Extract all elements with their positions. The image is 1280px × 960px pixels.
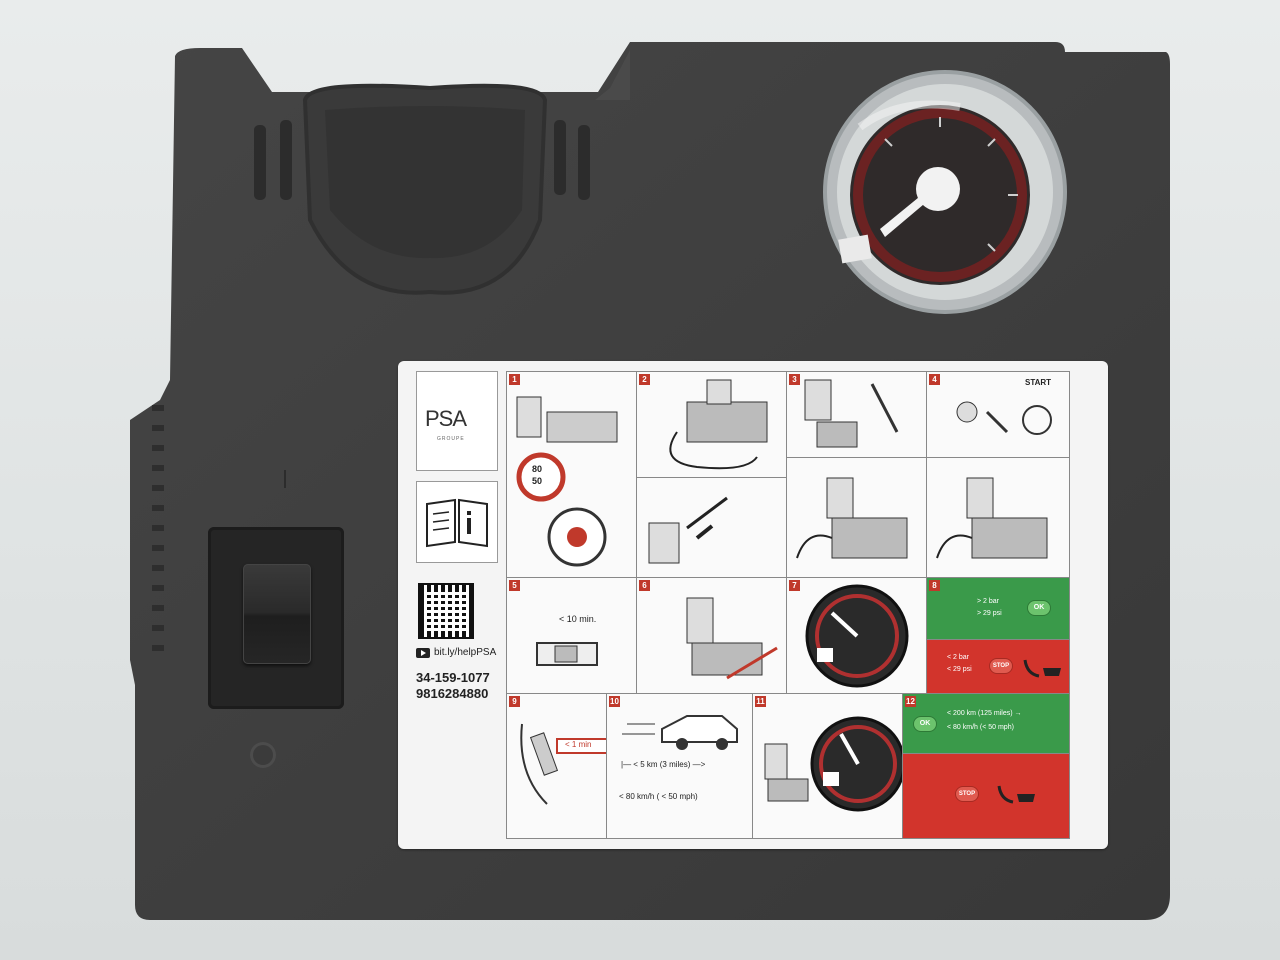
- step-2-panel: 2: [636, 371, 788, 479]
- step9-time: < 1 min: [565, 740, 592, 749]
- step-11-panel: 11: [752, 693, 904, 839]
- phone-tow-icon: [1023, 659, 1061, 678]
- psa-logo-box: PSA GROUPE: [416, 371, 498, 471]
- step8-stop-line1: < 2 bar: [947, 654, 969, 661]
- step-8-number: 8: [929, 580, 940, 591]
- step12-ok-badge: OK: [913, 716, 937, 732]
- step-7-panel: 7: [786, 577, 928, 695]
- step-2-number: 2: [639, 374, 650, 385]
- step-3-number: 3: [789, 374, 800, 385]
- step-6-number: 6: [639, 580, 650, 591]
- step-12-number: 12: [905, 696, 916, 707]
- step-10-car-illustration: [622, 715, 738, 750]
- step-3-illustration: [804, 379, 899, 448]
- step-8-stop-panel: < 2 bar < 29 psi STOP: [926, 639, 1070, 695]
- step8-stop-badge: STOP: [989, 658, 1013, 674]
- part-number-2: 9816284880: [416, 686, 489, 701]
- step-6-panel: 6: [636, 577, 788, 695]
- part-number-1: 34-159-1077: [416, 670, 490, 685]
- start-text: START: [1025, 378, 1052, 387]
- step-10-number: 10: [609, 696, 620, 707]
- step-9-illustration: [520, 723, 607, 805]
- step12-stop-badge: STOP: [955, 786, 979, 802]
- step8-stop-line2: < 29 psi: [947, 666, 972, 673]
- step-4-illustration: [956, 401, 1052, 435]
- step-3b-panel: [786, 457, 928, 579]
- step-4-panel: 4 START: [926, 371, 1070, 459]
- step-4-number: 4: [929, 374, 940, 385]
- pressure-gauge: [823, 70, 1067, 314]
- phone-tow-icon-2: [997, 785, 1035, 804]
- step-12-ok-panel: 12 OK < 200 km (125 miles) → < 80 km/h (…: [902, 693, 1070, 755]
- step8-ok-line2: > 29 psi: [977, 610, 1002, 617]
- switch-indicator-mark: [284, 470, 286, 488]
- step-2b-illustration: [648, 496, 728, 564]
- instruction-label: PSA GROUPE bit.ly/helpPSA: [398, 361, 1108, 849]
- step-9-number: 9: [509, 696, 520, 707]
- step-3b-illustration: [796, 477, 908, 559]
- step-11-illustration: [764, 716, 903, 812]
- speed-limit-50: 50: [532, 476, 543, 486]
- step-3-panel: 3: [786, 371, 928, 459]
- tyre-compressor-device: PSA GROUPE bit.ly/helpPSA: [130, 40, 1170, 922]
- step10-speed: < 80 km/h ( < 50 mph): [619, 792, 698, 801]
- step-6-illustration: [686, 597, 778, 680]
- step-1-illustration: [516, 396, 618, 567]
- step-1-panel: 1 80 50: [506, 371, 638, 579]
- step-4b-panel: [926, 457, 1070, 579]
- timer-text: < 10 min.: [559, 614, 597, 624]
- power-switch-housing: [208, 527, 344, 709]
- step8-ok-badge: OK: [1027, 600, 1051, 616]
- socket-hole: [250, 742, 276, 768]
- step-4b-illustration: [936, 477, 1048, 559]
- help-url: bit.ly/helpPSA: [434, 647, 497, 658]
- step-1-number: 1: [509, 374, 520, 385]
- step-7-gauge-illustration: [805, 584, 909, 688]
- step-9-panel: 9 < 1 min: [506, 693, 608, 839]
- psa-groupe-text: GROUPE: [437, 436, 465, 442]
- step-5-number: 5: [509, 580, 520, 591]
- step-5-illustration: [536, 642, 598, 666]
- psa-logo: PSA: [425, 406, 467, 431]
- label-left-column: PSA GROUPE bit.ly/helpPSA: [416, 371, 500, 702]
- step-11-number: 11: [755, 696, 766, 707]
- part-numbers: 34-159-1077 9816284880: [416, 670, 500, 702]
- step8-ok-line1: > 2 bar: [977, 598, 999, 605]
- step-7-number: 7: [789, 580, 800, 591]
- power-switch[interactable]: [243, 564, 311, 664]
- step-5-panel: 5 < 10 min.: [506, 577, 638, 695]
- step-10-panel: 10 |— < 5 km (3 miles) —> < 80 km/h ( < …: [606, 693, 754, 839]
- step12-ok-line2: < 80 km/h (< 50 mph): [947, 724, 1014, 731]
- step-8-ok-panel: 8 > 2 bar > 29 psi OK: [926, 577, 1070, 641]
- qr-code: [418, 583, 474, 639]
- help-url-row: bit.ly/helpPSA: [416, 647, 500, 658]
- step-2-illustration: [669, 379, 768, 470]
- play-icon: [416, 647, 430, 658]
- step10-distance: |— < 5 km (3 miles) —>: [621, 760, 706, 769]
- speed-limit-80: 80: [532, 464, 543, 474]
- book-info-icon: [416, 481, 498, 563]
- step-12-stop-panel: STOP: [902, 753, 1070, 839]
- step12-ok-line1: < 200 km (125 miles) →: [947, 710, 1022, 717]
- step-2b-panel: [636, 477, 788, 579]
